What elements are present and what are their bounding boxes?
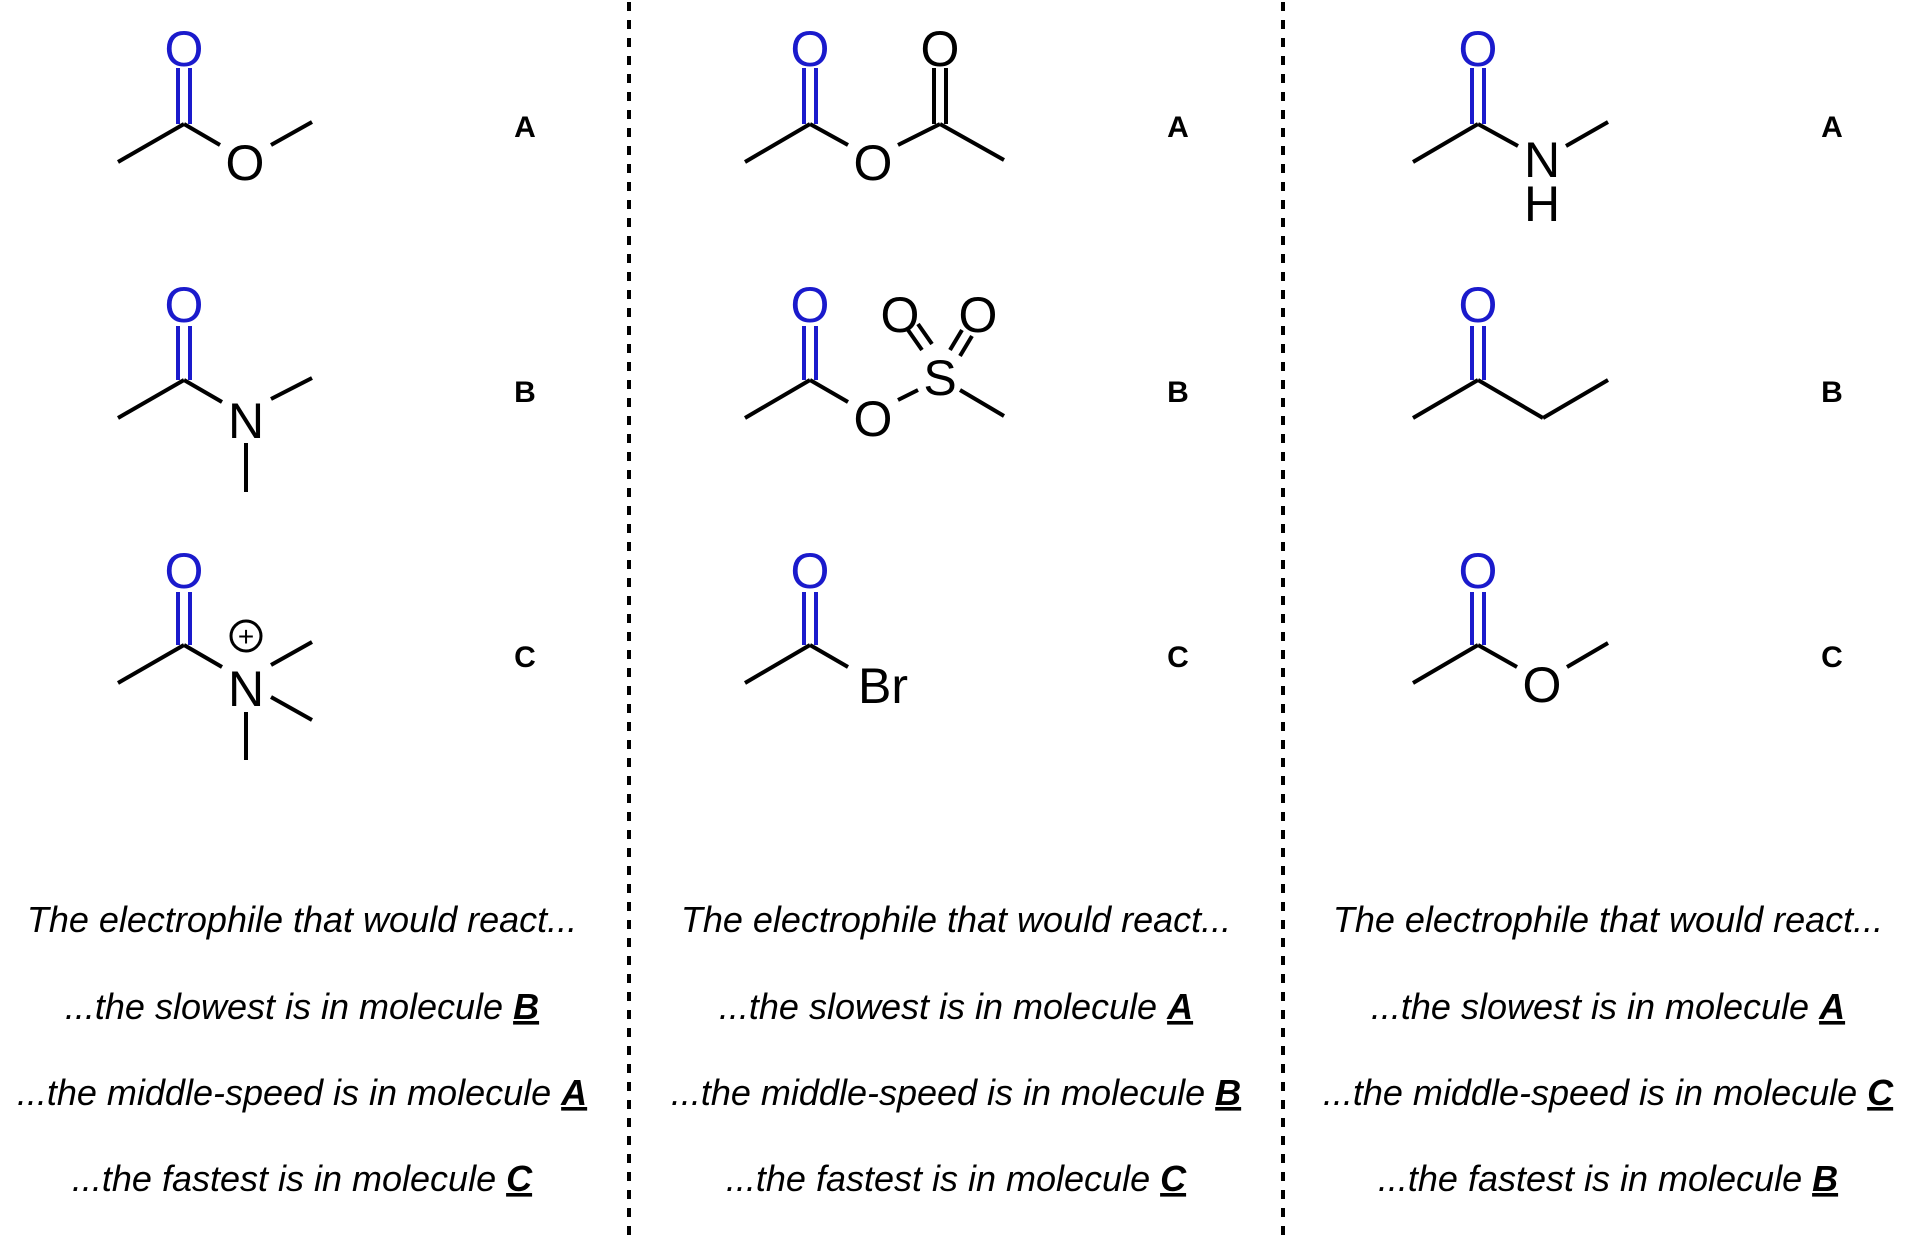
caption-slowest: ...the slowest is in molecule A xyxy=(1371,986,1845,1027)
caption-fastest: ...the fastest is in molecule B xyxy=(1378,1158,1838,1199)
caption-intro: The electrophile that would react... xyxy=(27,899,577,940)
answer-fastest: C xyxy=(1160,1158,1187,1199)
carbonyl-oxygen: O xyxy=(1459,21,1498,77)
answer-slowest: B xyxy=(513,986,539,1027)
molecule-2c-acyl-bromide: O Br xyxy=(743,543,908,714)
molecule-1c-acylammonium: O N + xyxy=(117,543,313,760)
molecule-label: A xyxy=(514,111,536,144)
amide-nitrogen: N xyxy=(228,393,264,449)
carbonyl-oxygen: O xyxy=(791,543,830,599)
caption-fastest: ...the fastest is in molecule C xyxy=(726,1158,1187,1199)
molecule-label: C xyxy=(1821,641,1843,674)
answer-slowest: A xyxy=(1818,986,1845,1027)
molecule-label: C xyxy=(1167,641,1189,674)
ester-oxygen: O xyxy=(1523,657,1562,713)
answer-middle: C xyxy=(1867,1072,1894,1113)
acyl-oxygen: O xyxy=(921,21,960,77)
caption-fastest: ...the fastest is in molecule C xyxy=(72,1158,533,1199)
carbonyl-oxygen: O xyxy=(1459,277,1498,333)
molecule-2b-mixed-anhydride: O O S O O xyxy=(743,277,1006,447)
panel-2: O O O A O O S O O B xyxy=(671,21,1241,1199)
caption-intro: The electrophile that would react... xyxy=(1333,899,1883,940)
bridging-oxygen: O xyxy=(854,135,893,191)
molecule-label: A xyxy=(1821,111,1843,144)
molecule-3a-amide: O N H xyxy=(1411,21,1609,232)
positive-charge-icon xyxy=(229,619,263,653)
molecule-label: A xyxy=(1167,111,1189,144)
molecule-1a-ester: O O xyxy=(117,21,313,191)
answer-fastest: C xyxy=(506,1158,533,1199)
caption-middle: ...the middle-speed is in molecule B xyxy=(671,1072,1241,1113)
caption-slowest: ...the slowest is in molecule A xyxy=(719,986,1193,1027)
carbonyl-oxygen: O xyxy=(165,277,204,333)
amide-hydrogen: H xyxy=(1524,176,1560,232)
positive-charge-sign: + xyxy=(238,621,254,652)
caption-middle: ...the middle-speed is in molecule A xyxy=(17,1072,587,1113)
carbonyl-oxygen: O xyxy=(791,277,830,333)
sulfonyl-oxygen-right: O xyxy=(959,287,998,343)
answer-slowest: A xyxy=(1166,986,1193,1027)
molecule-3c-ester: O O xyxy=(1411,543,1610,713)
carbonyl-oxygen: O xyxy=(165,21,204,77)
bridging-oxygen: O xyxy=(854,391,893,447)
molecule-label: C xyxy=(514,641,536,674)
answer-middle: B xyxy=(1215,1072,1241,1113)
caption-intro: The electrophile that would react... xyxy=(681,899,1231,940)
carbonyl-oxygen: O xyxy=(165,543,204,599)
molecule-3b-ketone: O xyxy=(1411,277,1610,420)
ammonium-nitrogen: N xyxy=(228,661,264,717)
answer-middle: A xyxy=(560,1072,587,1113)
amide-nitrogen: N xyxy=(1524,132,1560,188)
sulfonyl-oxygen-left: O xyxy=(881,287,920,343)
carbonyl-oxygen: O xyxy=(1459,543,1498,599)
ester-oxygen: O xyxy=(226,135,265,191)
molecule-2a-anhydride: O O O xyxy=(743,21,1005,191)
panel-1: O O A O N B O N + xyxy=(17,21,587,1199)
caption-middle: ...the middle-speed is in molecule C xyxy=(1323,1072,1894,1113)
sulfur: S xyxy=(923,350,956,406)
carbonyl-oxygen: O xyxy=(791,21,830,77)
answer-fastest: B xyxy=(1812,1158,1838,1199)
molecule-label: B xyxy=(514,376,536,409)
molecule-label: B xyxy=(1167,376,1189,409)
molecule-label: B xyxy=(1821,376,1843,409)
molecule-1b-amide: O N xyxy=(117,277,313,492)
caption-slowest: ...the slowest is in molecule B xyxy=(65,986,539,1027)
bromine: Br xyxy=(858,658,908,714)
panel-3: O N H A O B O O C The electrophile that … xyxy=(1323,21,1894,1199)
